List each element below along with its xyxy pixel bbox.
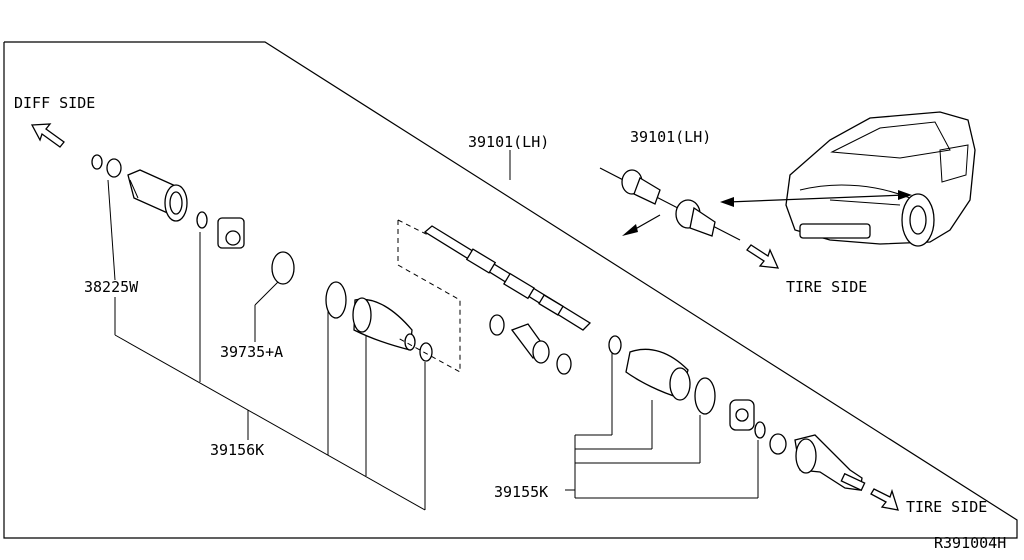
diff-side-joint-housing — [127, 169, 188, 222]
washer-part — [106, 158, 122, 178]
ball-cage-part — [729, 399, 755, 431]
diff-side-label: DIFF SIDE — [14, 94, 95, 112]
leader-39156k — [199, 232, 426, 510]
leader-38225w — [107, 179, 426, 511]
part-label-38225w: 38225W — [84, 278, 139, 296]
snap-ring-part — [91, 154, 103, 170]
assembled-shaft-inset — [599, 167, 741, 241]
part-label-39735a: 39735+A — [220, 343, 283, 361]
part-label-39156k: 39156K — [210, 441, 264, 459]
part-label-39155k: 39155K — [494, 483, 548, 501]
damper-band-part — [556, 353, 572, 375]
drive-shaft-bar — [423, 225, 592, 331]
dynamic-damper-part — [510, 323, 550, 364]
tire-side-joint-housing — [794, 434, 866, 492]
tire-side-boot — [625, 348, 691, 401]
boot-band-ring-part — [271, 251, 295, 285]
diff-boot-band-small — [419, 342, 433, 362]
tripod-joint-part — [217, 217, 245, 249]
location-arrow-icon — [720, 190, 912, 207]
shaft-direction-arrow-icon — [622, 214, 661, 236]
vehicle-illustration — [785, 111, 976, 247]
tire-boot-band-small — [608, 335, 622, 355]
tire-side-label-top: TIRE SIDE — [786, 278, 867, 296]
assembly-label-inset: 39101(LH) — [630, 128, 711, 146]
diagram-frame — [3, 41, 1018, 539]
leader-39155k — [565, 352, 759, 499]
tire-washer-part — [769, 433, 787, 455]
circlip-part — [196, 211, 208, 229]
diff-side-boot — [352, 297, 416, 351]
tire-side-arrow-icon-top — [746, 244, 780, 269]
boot-kit-group-box — [397, 220, 461, 373]
tire-side-arrow-icon-bottom — [870, 488, 899, 511]
diagram-id-label: R391004H — [934, 534, 1006, 552]
diff-side-arrow-icon — [30, 123, 65, 148]
tire-side-label-bottom: TIRE SIDE — [906, 498, 987, 516]
tire-boot-band-large — [694, 377, 716, 415]
leader-39735a — [254, 281, 279, 306]
assembly-label-main: 39101(LH) — [468, 133, 549, 151]
diff-boot-band-large — [325, 281, 347, 319]
tire-circlip-part — [754, 421, 766, 439]
damper-ring-part — [489, 314, 505, 336]
